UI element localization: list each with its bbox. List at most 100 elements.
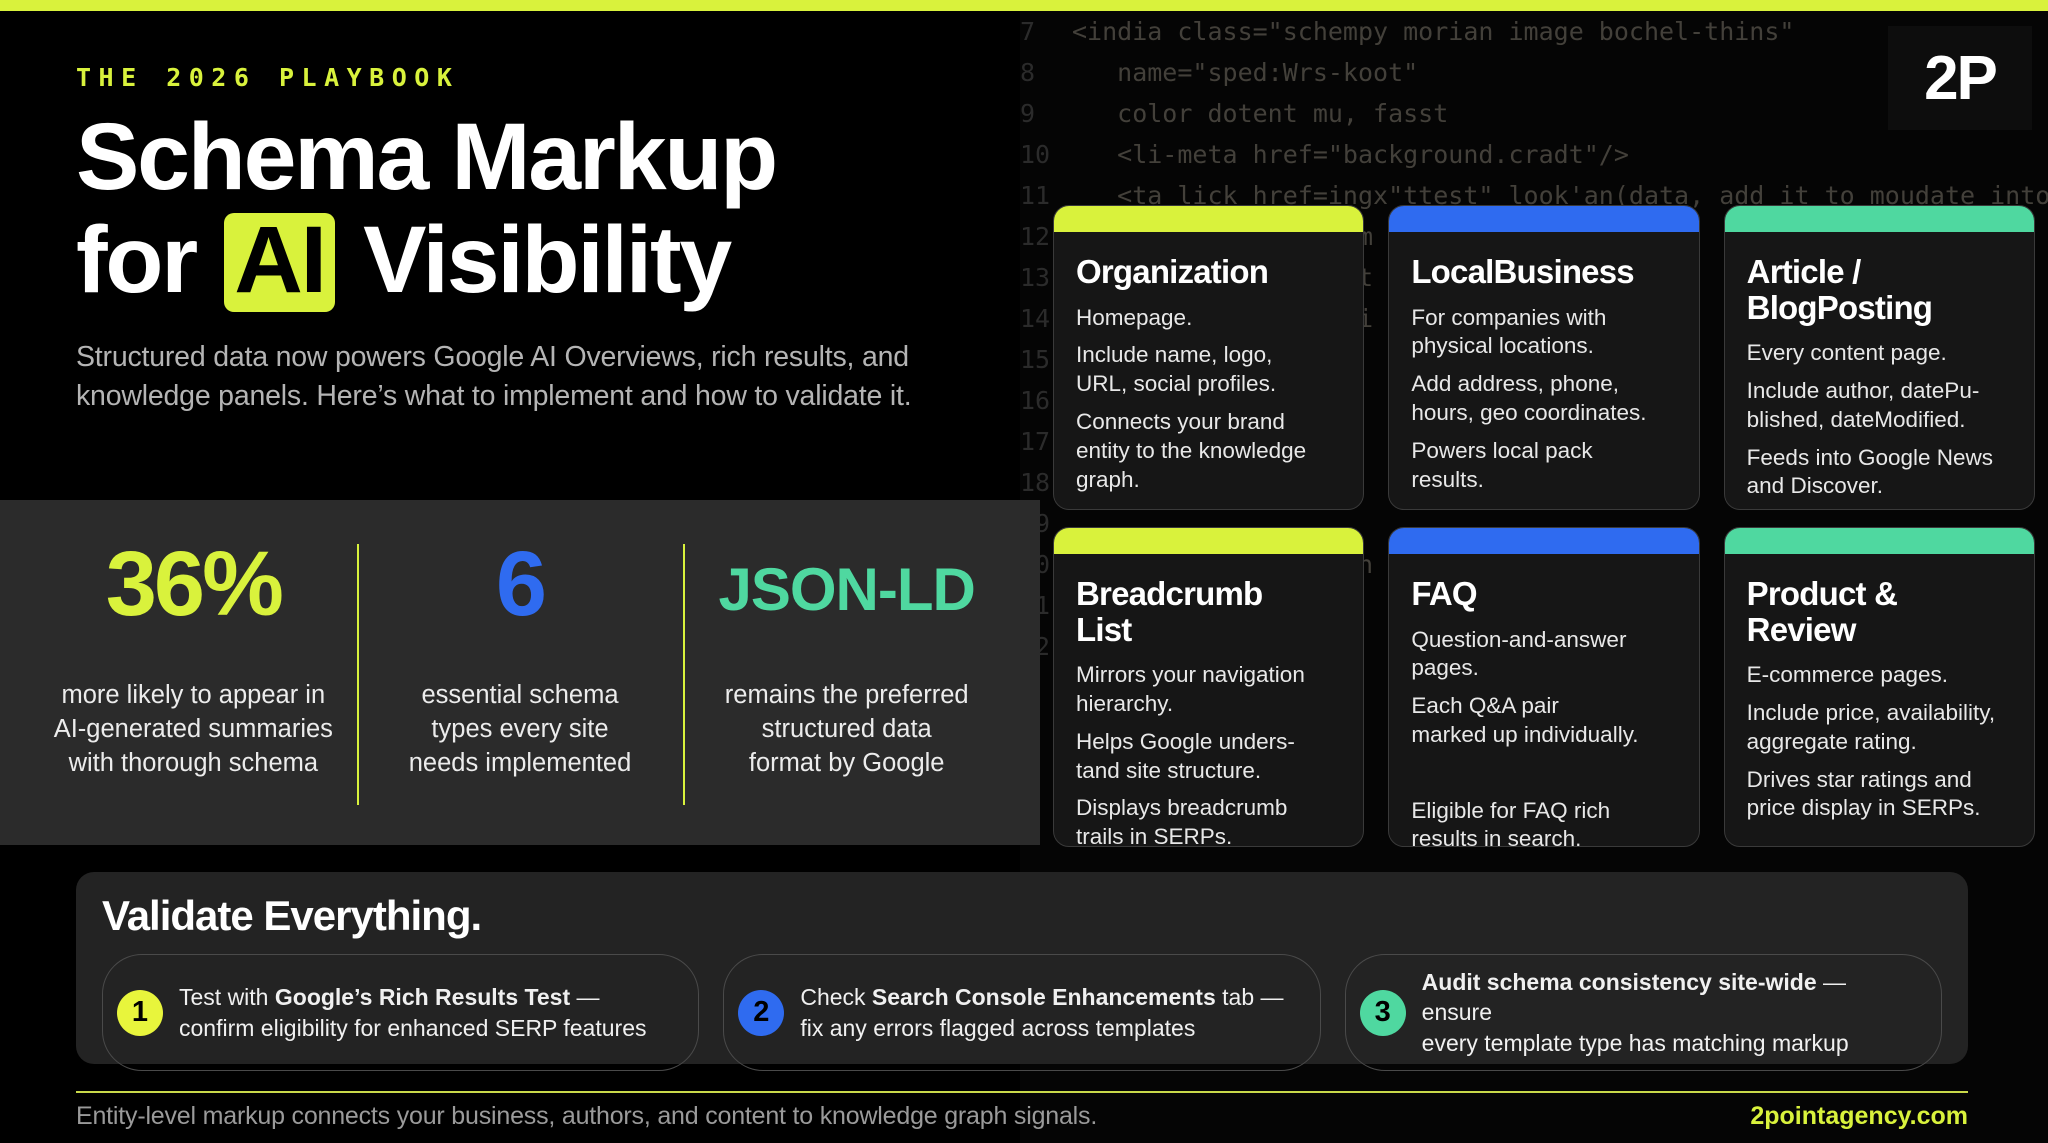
- stat-description-line: more likely to appear in: [61, 681, 326, 710]
- stat-description: essential schema types every site needs im…: [409, 679, 632, 815]
- step-text: Audit schema consistency site-wide — ens…: [1421, 969, 1849, 1056]
- top-accent-bar: [0, 0, 2048, 11]
- code-line-text: color dotent mu, fasst: [1072, 99, 1449, 128]
- stat-description: remains the preferred structured data form…: [725, 679, 969, 815]
- code-line: 18: [1020, 462, 2048, 503]
- code-line: 9 color dotent mu, fasst: [1020, 93, 2048, 134]
- card-accent-bar: [1054, 528, 1364, 554]
- validate-step[interactable]: 2 Check Search Console Enhancements tab —…: [723, 954, 1321, 1072]
- validate-title: Validate Everything.: [102, 892, 482, 939]
- code-line: 10 <li-meta href="background.cradt"/>: [1020, 134, 2048, 175]
- card-detail-line: Include name, logo,URL, social profiles.: [1076, 342, 1277, 397]
- code-line-text: <india class="schempy morian image boche…: [1072, 17, 1795, 46]
- card-detail-line: E-commerce pages.: [1746, 662, 1948, 688]
- stat-description-line: remains the preferred: [724, 681, 969, 710]
- code-line-text: <li-meta href="background.cradt"/>: [1072, 140, 1629, 169]
- validate-step[interactable]: 3 Audit schema consistency site-wide — en…: [1344, 954, 1942, 1072]
- card-title: FAQ: [1411, 575, 1477, 612]
- page-title: Schema Markup for AI Visibility: [76, 106, 960, 312]
- card-accent-bar: [1724, 528, 2034, 554]
- step-text: Test with Google’s Rich Results Test —co…: [179, 984, 647, 1041]
- code-line-number: 17: [1020, 427, 1051, 456]
- stat-description-line: format by Google: [748, 749, 945, 778]
- card-accent-bar: [1054, 206, 1364, 232]
- code-line-number: 13: [1020, 263, 1051, 292]
- code-line: 17: [1020, 421, 2048, 462]
- footer-note: Entity-level markup connects your busine…: [76, 1102, 1098, 1130]
- card-detail-line: Add address, phone,hours, geo coordinate…: [1411, 371, 1647, 426]
- stat-description-line: types every site: [431, 715, 609, 744]
- footer-url[interactable]: 2pointagency.com: [1750, 1102, 1968, 1130]
- card-title: Organization: [1076, 253, 1269, 290]
- code-line-number: 15: [1020, 345, 1051, 374]
- card-detail-line: Homepage.: [1076, 304, 1193, 330]
- headline-visibility: Visibility: [363, 206, 732, 313]
- validate-steps: 1 Test with Google’s Rich Results Test —c…: [102, 954, 1942, 1072]
- stat-description-line: essential schema: [421, 681, 619, 710]
- card-detail-line: [1411, 759, 1676, 788]
- card-detail-line: Every content page.: [1746, 340, 1947, 366]
- card-title: Product &Review: [1746, 575, 1898, 648]
- footer: Entity-level markup connects your busine…: [76, 1102, 1968, 1131]
- headline-line-1: Schema Markup: [76, 104, 778, 210]
- card-title: Article /BlogPosting: [1746, 253, 1933, 326]
- card-detail-line: Include author, datePu-blished, dateModi…: [1746, 378, 1980, 432]
- hero-subheadline: Structured data now powers Google AI Ove…: [76, 340, 912, 412]
- card-detail-line: Helps Google unders-tand site structure.: [1076, 728, 1295, 783]
- stat-item: JSON-LD remains the preferred structured d…: [683, 538, 1010, 815]
- card-title: LocalBusiness: [1411, 253, 1634, 290]
- stat-value: JSON-LD: [718, 556, 976, 623]
- footer-divider: [76, 1091, 1968, 1093]
- step-emphasis: Search Console Enhancements: [871, 984, 1216, 1011]
- code-line-number: 12: [1020, 222, 1051, 251]
- step-text: Check Search Console Enhancements tab —f…: [800, 984, 1284, 1041]
- step-number-badge: 2: [738, 989, 785, 1036]
- step-number-badge: 3: [1359, 989, 1406, 1036]
- stat-value: 36%: [105, 533, 284, 635]
- stat-description-line: structured data: [761, 715, 932, 744]
- step-number-badge: 1: [117, 989, 163, 1036]
- code-line-text: name="sped:Wrs-koot": [1072, 58, 1419, 87]
- headline-for: for: [76, 206, 198, 313]
- card-accent-bar: [1389, 206, 1699, 232]
- ai-highlight-chip: AI: [224, 212, 335, 312]
- code-line: 7<india class="schempy morian image boch…: [1020, 11, 2048, 52]
- stat-description-line: needs implemented: [408, 749, 632, 778]
- code-line-number: 14: [1020, 304, 1051, 333]
- brand-logo: 2P: [1888, 26, 2032, 130]
- code-line-number: 16: [1020, 386, 1051, 415]
- validate-step[interactable]: 1 Test with Google’s Rich Results Test —c…: [102, 954, 700, 1072]
- eyebrow-label: THE 2026 PLAYBOOK: [76, 63, 460, 92]
- step-emphasis: Google’s Rich Results Test: [274, 984, 571, 1011]
- card-accent-bar: [1724, 206, 2034, 232]
- card-detail-line: Include price, availability,aggregate ra…: [1746, 700, 1996, 754]
- code-line-number: 18: [1020, 468, 1051, 497]
- stat-value: 6: [495, 533, 547, 635]
- code-line-number: 10: [1020, 140, 1051, 169]
